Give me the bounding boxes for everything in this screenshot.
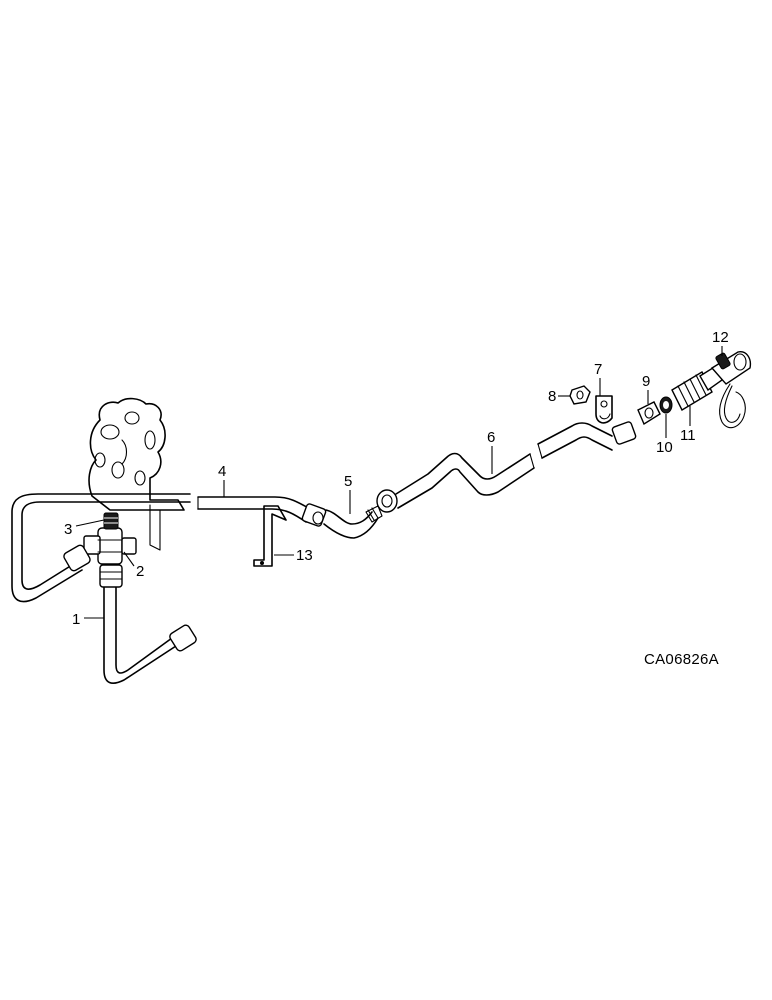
- callout-label-5: 5: [344, 473, 352, 490]
- part-7-clamp: [595, 395, 613, 424]
- callout-label-2: 2: [136, 563, 144, 580]
- callout-label-3: 3: [64, 521, 72, 538]
- part-1-pipe: [99, 564, 197, 684]
- callout-4: 4: [218, 463, 226, 497]
- callout-3: 3: [64, 519, 105, 538]
- figure-reference-code: CA06826A: [644, 651, 719, 668]
- part-11-coupler: [671, 364, 723, 411]
- callout-label-9: 9: [642, 373, 650, 390]
- callout-label-4: 4: [218, 463, 226, 480]
- callout-6: 6: [487, 429, 495, 474]
- callout-12: 12: [712, 329, 729, 356]
- callout-label-7: 7: [594, 361, 602, 378]
- callout-label-12: 12: [712, 329, 729, 346]
- callout-label-10: 10: [656, 439, 673, 456]
- callout-10: 10: [656, 414, 673, 456]
- callout-1: 1: [72, 611, 104, 628]
- part-4-tube: [197, 496, 327, 527]
- part-9-adapter: [637, 401, 661, 426]
- callout-label-11: 11: [680, 427, 696, 444]
- part-12-dust-cap: [710, 351, 752, 429]
- left-return-pipe: [11, 493, 191, 603]
- valve-housing: [88, 397, 185, 551]
- callout-7: 7: [594, 361, 602, 396]
- part-13-support-bracket: [253, 505, 287, 567]
- callout-9: 9: [642, 373, 650, 404]
- callout-label-1: 1: [72, 611, 80, 628]
- part-10-o-ring: [659, 396, 673, 414]
- callout-label-8: 8: [548, 388, 556, 405]
- callout-13: 13: [274, 547, 313, 564]
- part-5-elbow-hose: [323, 505, 383, 539]
- callout-2: 2: [123, 551, 144, 580]
- part-8-nut: [569, 385, 591, 405]
- callout-label-6: 6: [487, 429, 495, 446]
- callout-8: 8: [548, 388, 570, 405]
- callout-11: 11: [680, 406, 696, 444]
- part-6-tube: [376, 421, 637, 513]
- callout-5: 5: [344, 473, 352, 514]
- part-3-nipple: [103, 512, 119, 530]
- callout-label-13: 13: [296, 547, 313, 564]
